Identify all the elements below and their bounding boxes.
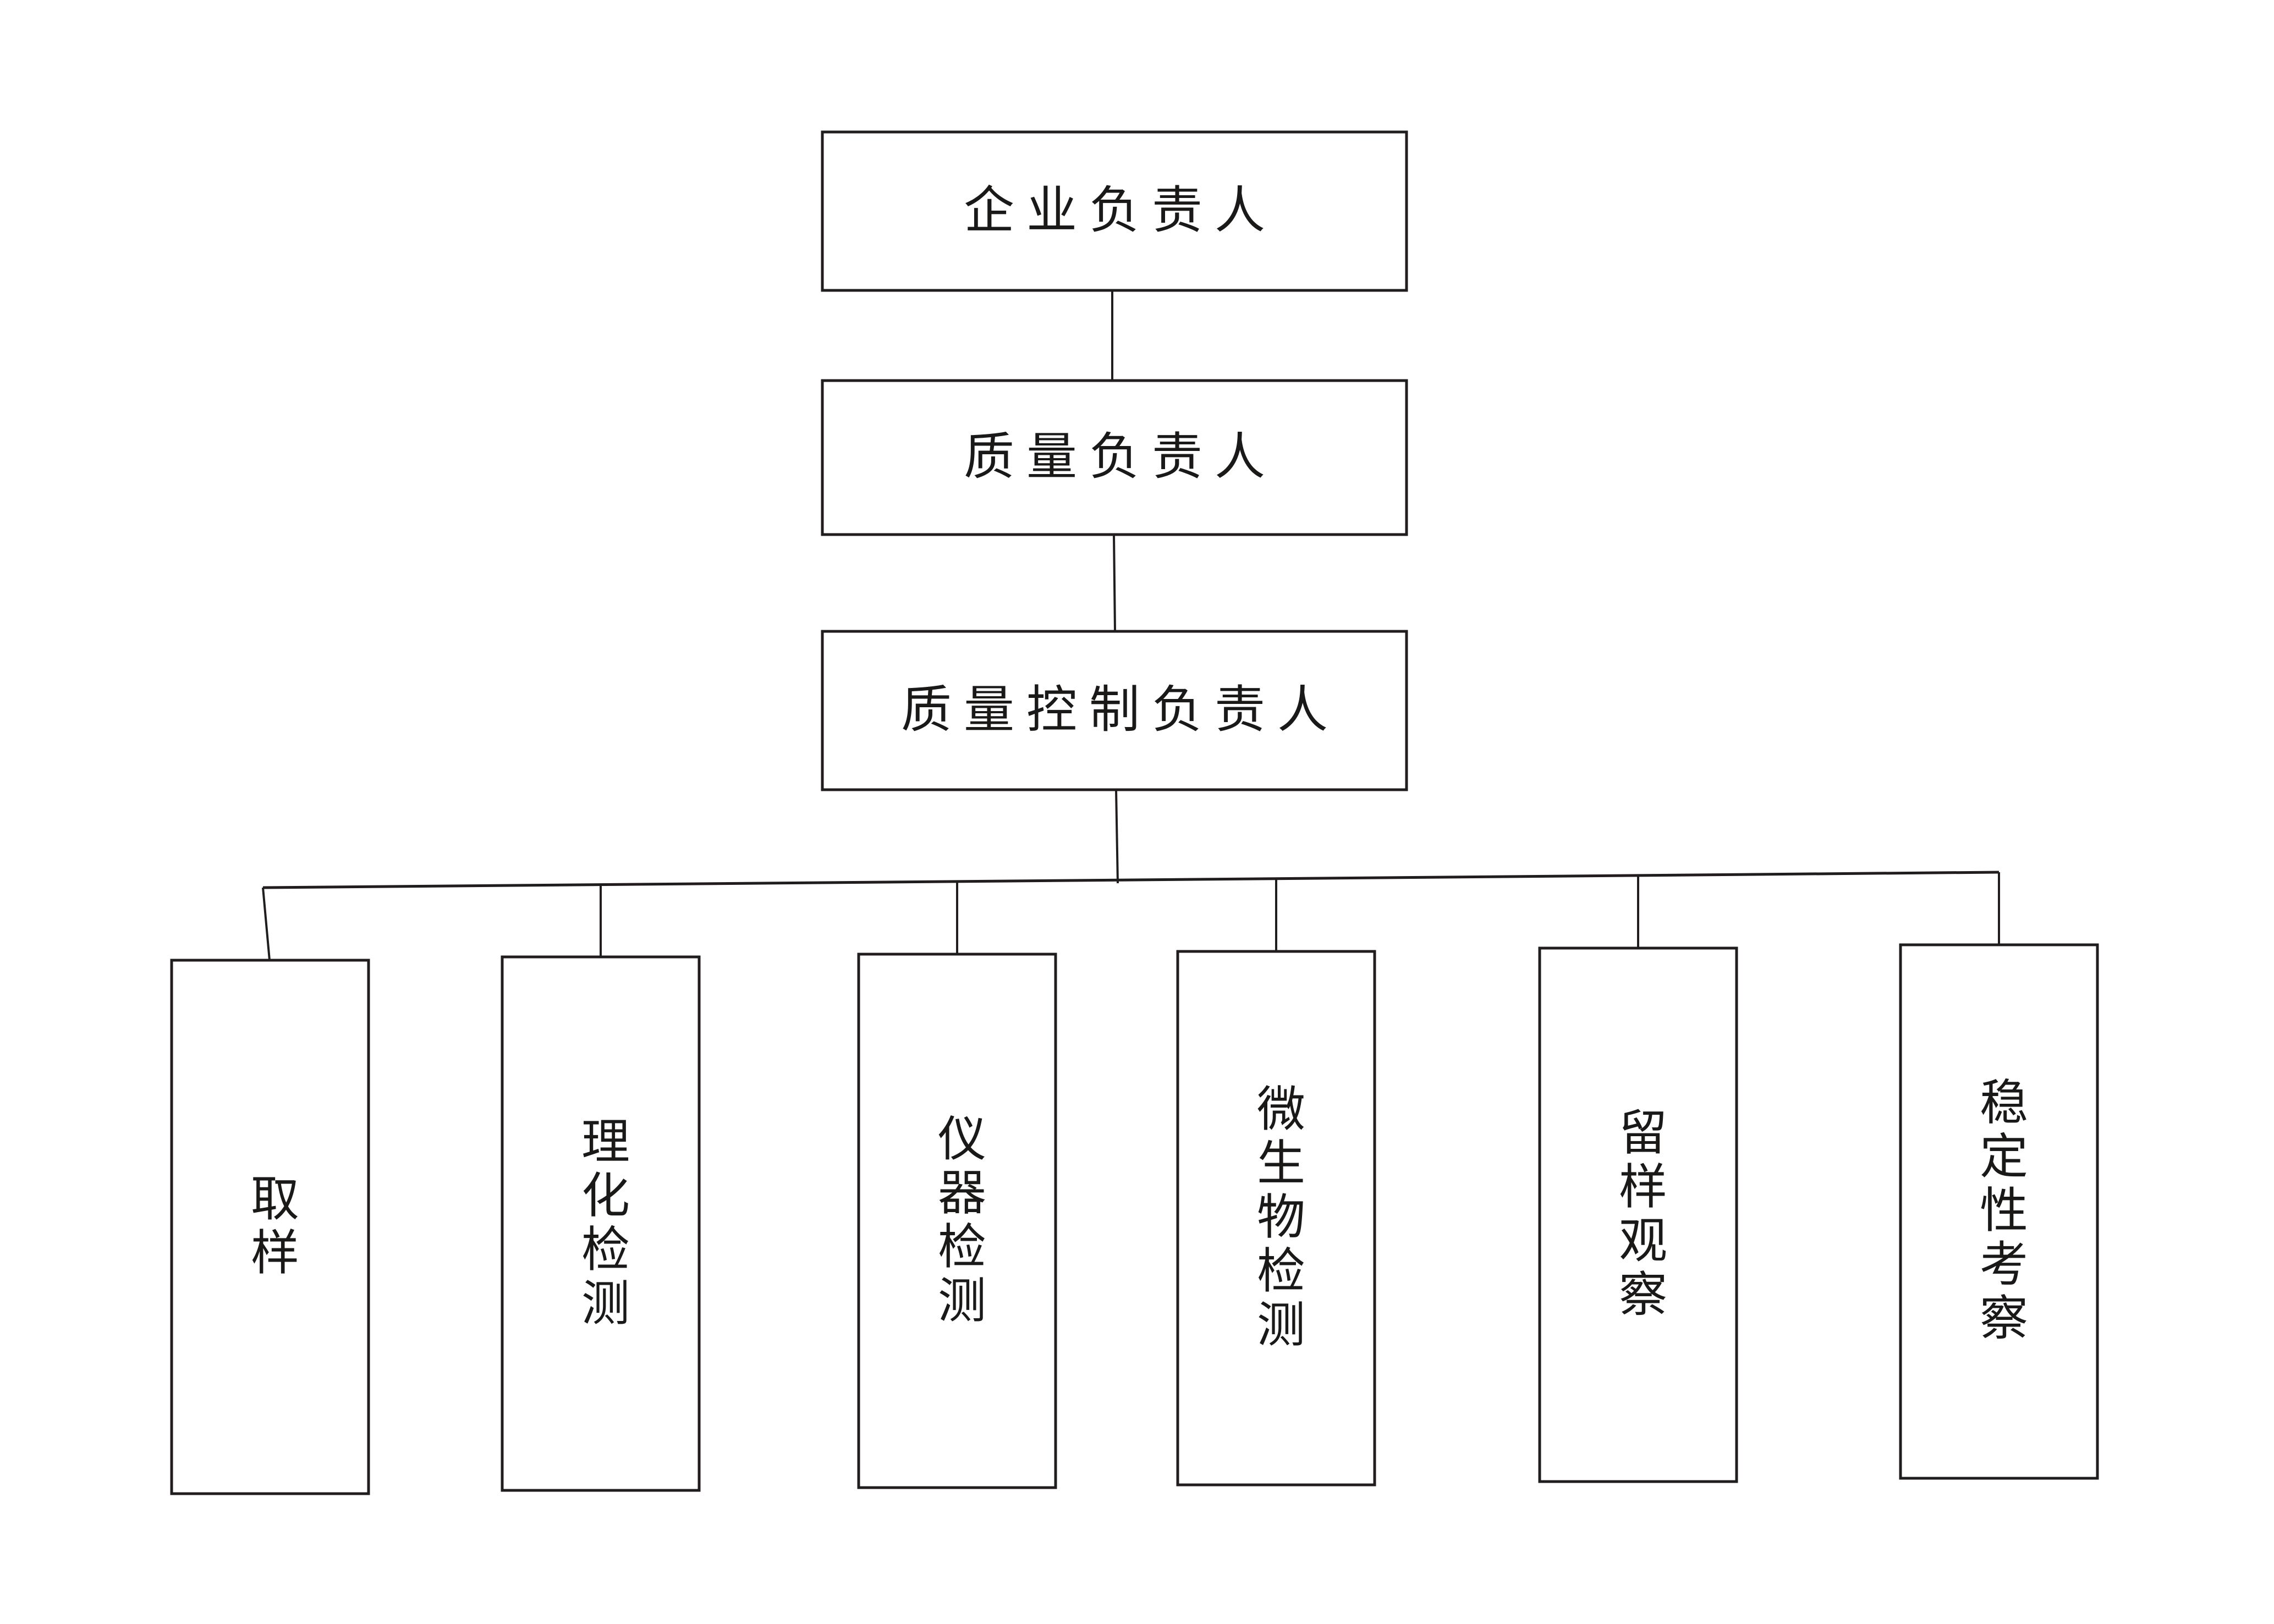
node-box-physicochemical-testing[interactable] — [501, 955, 701, 1492]
node-label-quality-control-manager: 质量控制负责人 — [900, 682, 1340, 739]
node-box-microbiological-testing[interactable] — [1176, 950, 1376, 1487]
node-label-quality-manager: 质量负责人 — [963, 429, 1277, 486]
node-label-physicochemical-testing: 理化检测 — [574, 1116, 628, 1331]
edge-drop-sampling — [262, 887, 271, 961]
node-box-stability-study[interactable] — [1899, 943, 2099, 1480]
edge-distribution-bus — [262, 871, 2000, 889]
edge-quality-control-stem — [1115, 789, 1119, 884]
node-box-quality-control-manager[interactable] — [821, 630, 1408, 791]
edge-quality-to-quality-control — [1113, 534, 1116, 632]
node-box-enterprise-manager[interactable] — [821, 130, 1408, 292]
node-label-retained-sample-observation: 留样观察 — [1611, 1107, 1665, 1323]
node-box-sampling[interactable] — [170, 959, 370, 1495]
node-label-stability-study: 稳定性考察 — [1972, 1077, 2026, 1346]
node-label-enterprise-manager: 企业负责人 — [963, 183, 1277, 239]
node-label-microbiological-testing: 微生物检测 — [1249, 1083, 1303, 1353]
node-label-instrument-testing: 仪器检测 — [930, 1113, 984, 1329]
node-box-quality-manager[interactable] — [821, 379, 1408, 536]
node-label-sampling: 取样 — [243, 1173, 297, 1281]
node-box-retained-sample-observation[interactable] — [1538, 946, 1738, 1483]
node-box-instrument-testing[interactable] — [857, 953, 1057, 1489]
